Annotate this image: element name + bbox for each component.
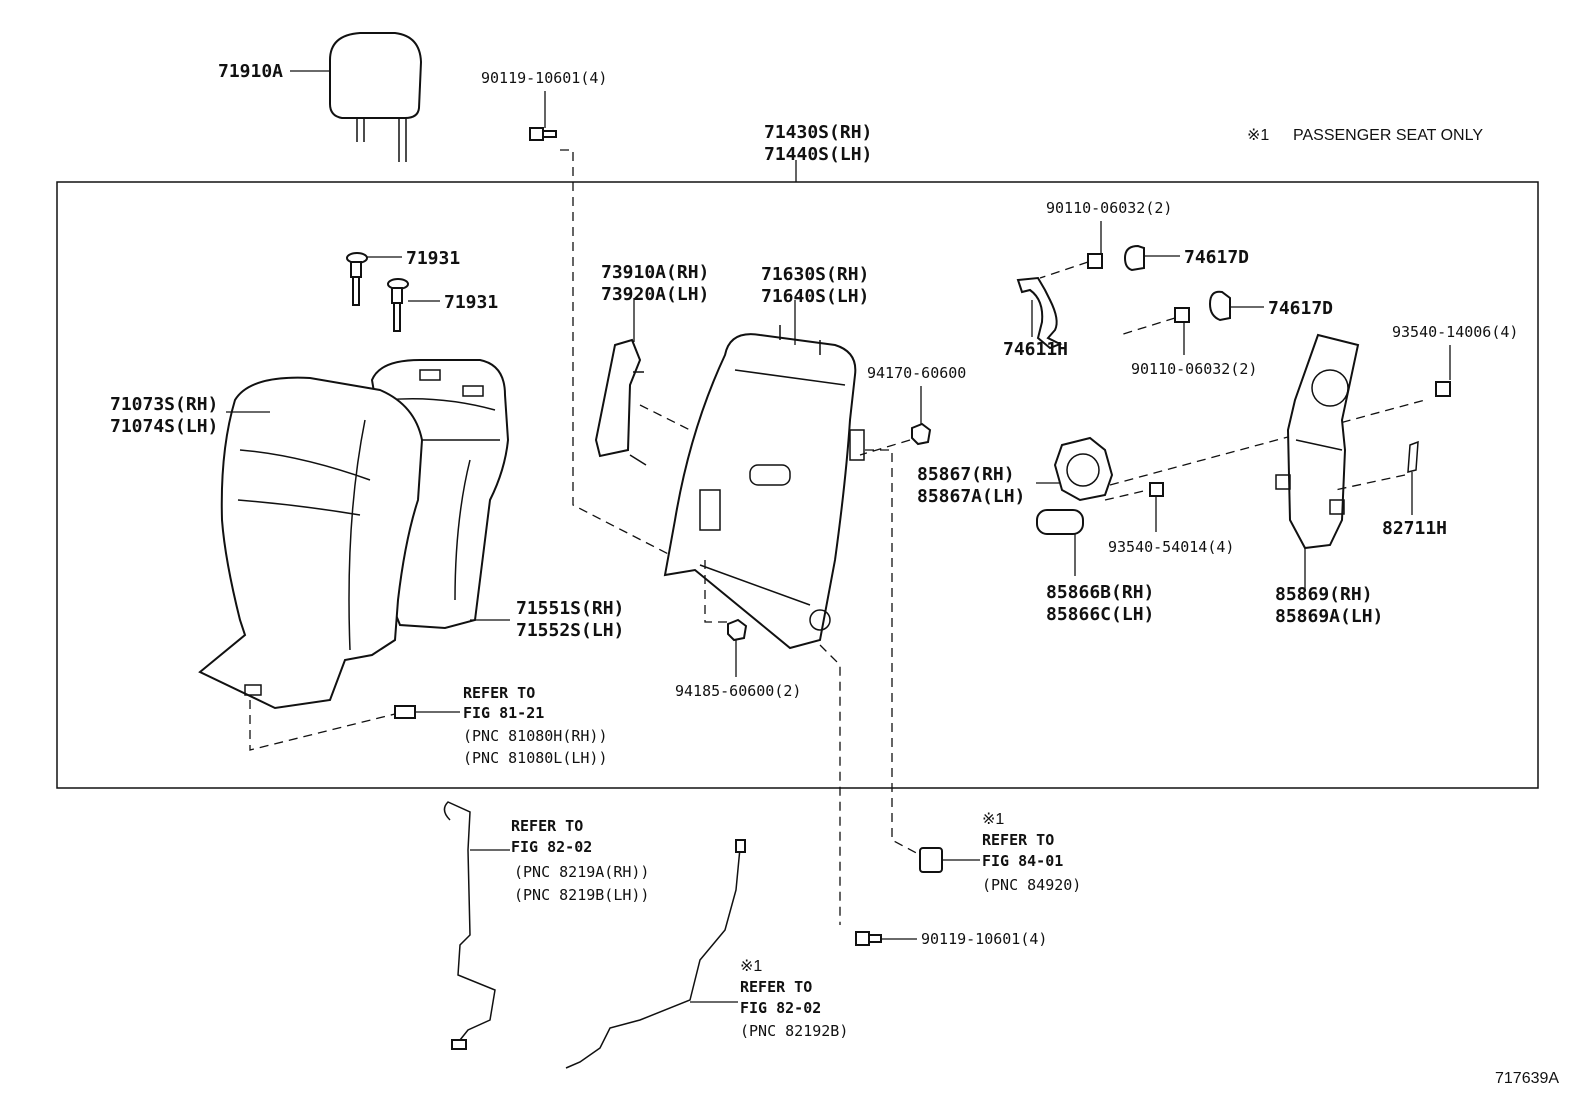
- side-cover-drawing: [594, 338, 647, 466]
- label-board-lh: 71552S(LH): [516, 620, 624, 641]
- label-support-bottom: 71931: [444, 292, 498, 313]
- ref1-line3: (PNC 81080H(RH)): [463, 727, 608, 745]
- ref4-line3: (PNC 82192B): [740, 1022, 848, 1040]
- bolt-handle-2-dash: [1119, 317, 1176, 336]
- ref3-line2: FIG 84-01: [982, 852, 1063, 870]
- seatback-frame-drawing: [663, 325, 865, 650]
- label-nut-bottom: 94185-60600(2): [675, 682, 801, 700]
- screw-right-icon: [1435, 381, 1451, 397]
- ref3-line1: REFER TO: [982, 831, 1054, 849]
- label-lumbar-rh: 85867(RH): [917, 464, 1015, 485]
- ref4-mark: ※1: [740, 958, 762, 975]
- label-assembly-lh: 71440S(LH): [764, 144, 872, 165]
- diagram-id: 717639A: [1495, 1070, 1559, 1087]
- ref1-line4: (PNC 81080L(LH)): [463, 749, 608, 767]
- nut-top-icon: [911, 422, 932, 446]
- ref2-line1: REFER TO: [511, 817, 583, 835]
- label-handle: 74611H: [1003, 339, 1068, 360]
- label-cap-1: 74617D: [1184, 247, 1249, 268]
- label-assembly-rh: 71430S(RH): [764, 122, 872, 143]
- cap-1-icon: [1123, 244, 1145, 272]
- lumbar-dash-up: [1109, 399, 1426, 486]
- label-panel-lh: 85869A(LH): [1275, 606, 1383, 627]
- ref2-line3: (PNC 8219A(RH)): [514, 863, 649, 881]
- label-frame-rh: 71630S(RH): [761, 264, 869, 285]
- bolt-bottom-dash: [819, 644, 841, 925]
- label-screw-right: 93540-14006(4): [1392, 323, 1518, 341]
- nut-bottom-dash: [704, 560, 728, 623]
- headrest-drawing: [329, 32, 423, 162]
- label-cushion-cover-lh: 71074S(LH): [110, 416, 218, 437]
- support-bottom-icon: [387, 278, 409, 332]
- label-bolt-top: 90119-10601(4): [481, 69, 607, 87]
- note-mark: ※1: [1247, 127, 1269, 144]
- bolt-top-icon: [529, 127, 557, 141]
- label-bolt-handle-2: 90110-06032(2): [1131, 360, 1257, 378]
- ref3-mark: ※1: [982, 811, 1004, 828]
- screw-mid-icon: [1149, 482, 1164, 497]
- ref4-line1: REFER TO: [740, 978, 812, 996]
- label-bolt-bottom: 90119-10601(4): [921, 930, 1047, 948]
- bolt-top-dash: [560, 149, 681, 561]
- label-frame-lh: 71640S(LH): [761, 286, 869, 307]
- note-text: PASSENGER SEAT ONLY: [1293, 127, 1483, 144]
- knob-icon: [1036, 509, 1084, 535]
- label-cover-lh: 73920A(LH): [601, 284, 709, 305]
- ref1-line2: FIG 81-21: [463, 704, 544, 722]
- bolt-bottom-icon: [855, 931, 882, 946]
- label-nut-top: 94170-60600: [867, 364, 966, 382]
- ref2-line4: (PNC 8219B(LH)): [514, 886, 649, 904]
- label-cap-2: 74617D: [1268, 298, 1333, 319]
- handle-drawing: [1016, 276, 1063, 350]
- side-panel-drawing: [1275, 333, 1360, 550]
- lumbar-dash-down: [1104, 489, 1149, 501]
- connector-icon: [394, 705, 416, 719]
- label-lumbar-lh: 85867A(LH): [917, 486, 1025, 507]
- nut-bottom-icon: [727, 618, 748, 642]
- bolt-handle-1-icon: [1087, 253, 1103, 269]
- harness-plug-icon: [735, 839, 746, 853]
- label-headrest: 71910A: [218, 61, 283, 82]
- cap-2-icon: [1208, 290, 1231, 322]
- ref3-line3: (PNC 84920): [982, 876, 1081, 894]
- seatback-cover-drawing: [198, 376, 424, 710]
- hook-dash: [1334, 474, 1406, 491]
- side-cover-dash: [639, 404, 691, 431]
- ref2-line2: FIG 82-02: [511, 838, 592, 856]
- ref4-line2: FIG 82-02: [740, 999, 821, 1017]
- label-panel-rh: 85869(RH): [1275, 584, 1373, 605]
- hook-icon: [1407, 440, 1419, 473]
- support-top-icon: [346, 252, 368, 306]
- lumbar-drawing: [1053, 436, 1114, 502]
- label-hook: 82711H: [1382, 518, 1447, 539]
- label-knob-rh: 85866B(RH): [1046, 582, 1154, 603]
- label-bolt-handle-1: 90110-06032(2): [1046, 199, 1172, 217]
- harness-connector-icon: [451, 1039, 467, 1050]
- ref1-line1: REFER TO: [463, 684, 535, 702]
- label-cushion-cover-rh: 71073S(RH): [110, 394, 218, 415]
- bolt-handle-2-icon: [1174, 307, 1190, 323]
- label-board-rh: 71551S(RH): [516, 598, 624, 619]
- harness-passenger-drawing: [565, 847, 741, 1069]
- label-cover-rh: 73910A(RH): [601, 262, 709, 283]
- bolt-handle-1-dash: [1039, 261, 1089, 279]
- switch-dash: [865, 449, 923, 857]
- connector-dash: [249, 700, 396, 751]
- assembly-box: [56, 181, 1539, 789]
- switch-icon: [919, 847, 943, 873]
- harness-rh-drawing: [443, 801, 496, 1041]
- label-knob-lh: 85866C(LH): [1046, 604, 1154, 625]
- label-support-top: 71931: [406, 248, 460, 269]
- label-screw-mid: 93540-54014(4): [1108, 538, 1234, 556]
- nut-top-dash: [859, 439, 911, 456]
